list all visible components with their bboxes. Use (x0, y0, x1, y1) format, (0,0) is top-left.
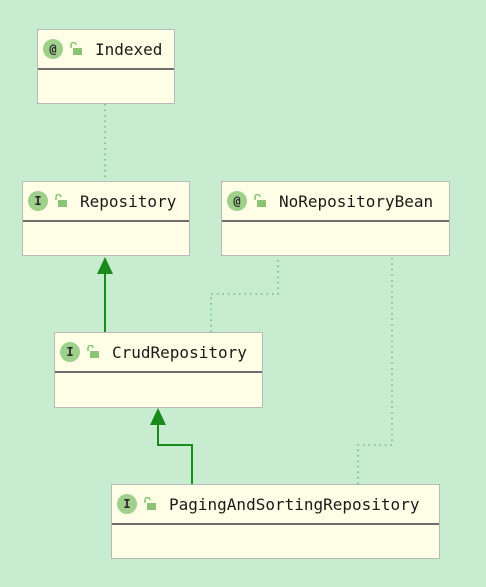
node-header: I Repository (23, 182, 189, 222)
node-header: @ Indexed (38, 30, 174, 70)
node-indexed[interactable]: @ Indexed (37, 29, 175, 104)
node-name: NoRepositoryBean (279, 191, 434, 211)
annotation-link-crudrepository-norepositorybean (210, 256, 279, 332)
unlock-icon (254, 194, 266, 207)
node-name: Repository (80, 191, 177, 211)
interface-icon: I (60, 342, 80, 362)
node-header: I CrudRepository (55, 333, 262, 373)
extends-link-pagingandsortingrepository-crudrepository (157, 424, 193, 484)
node-header: @ NoRepositoryBean (222, 182, 449, 222)
node-norepositorybean[interactable]: @ NoRepositoryBean (221, 181, 450, 256)
annotation-icon: @ (227, 191, 247, 211)
node-name: Indexed (95, 39, 163, 59)
annotation-icon: @ (43, 39, 63, 59)
node-pagingandsortingrepository[interactable]: I PagingAndSortingRepository (111, 484, 440, 559)
extends-arrowhead-crudrepository (150, 408, 166, 425)
extends-arrowhead-repository (97, 257, 113, 274)
interface-icon: I (28, 191, 48, 211)
unlock-icon (55, 194, 67, 207)
node-name: PagingAndSortingRepository (169, 494, 420, 514)
interface-icon: I (117, 494, 137, 514)
node-crudrepository[interactable]: I CrudRepository (54, 332, 263, 408)
annotation-link-pagingandsortingrepository-norepositorybean (357, 256, 393, 484)
unlock-icon (87, 345, 99, 358)
unlock-icon (70, 42, 82, 55)
node-header: I PagingAndSortingRepository (112, 485, 439, 525)
node-name: CrudRepository (112, 342, 247, 362)
unlock-icon (144, 497, 156, 510)
node-repository[interactable]: I Repository (22, 181, 190, 256)
